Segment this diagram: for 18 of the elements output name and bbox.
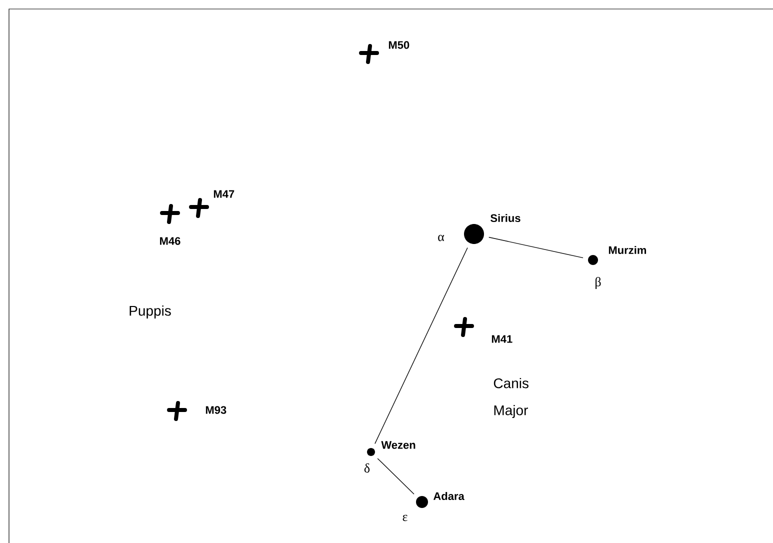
- constellation-line: [374, 247, 468, 444]
- region-name: Puppis: [130, 305, 171, 319]
- star-name: Sirius: [490, 214, 520, 222]
- star-name: Murzim: [608, 246, 646, 254]
- cluster-name: M41: [492, 335, 512, 343]
- greek-letter: δ: [364, 463, 370, 473]
- greek-letter: β: [596, 277, 601, 289]
- constellation-line: [377, 458, 414, 495]
- cluster-name: M47: [214, 190, 234, 198]
- cluster-name: M46: [160, 237, 180, 245]
- cluster-name: M93: [206, 406, 226, 414]
- star-name: Wezen: [381, 441, 416, 449]
- constellation-line: [488, 236, 584, 258]
- region-name: Canis Major: [494, 378, 528, 418]
- greek-letter: α: [438, 234, 444, 242]
- cluster-name: M50: [388, 41, 410, 49]
- star-name: Adara: [433, 492, 464, 500]
- greek-letter: ε: [402, 514, 408, 522]
